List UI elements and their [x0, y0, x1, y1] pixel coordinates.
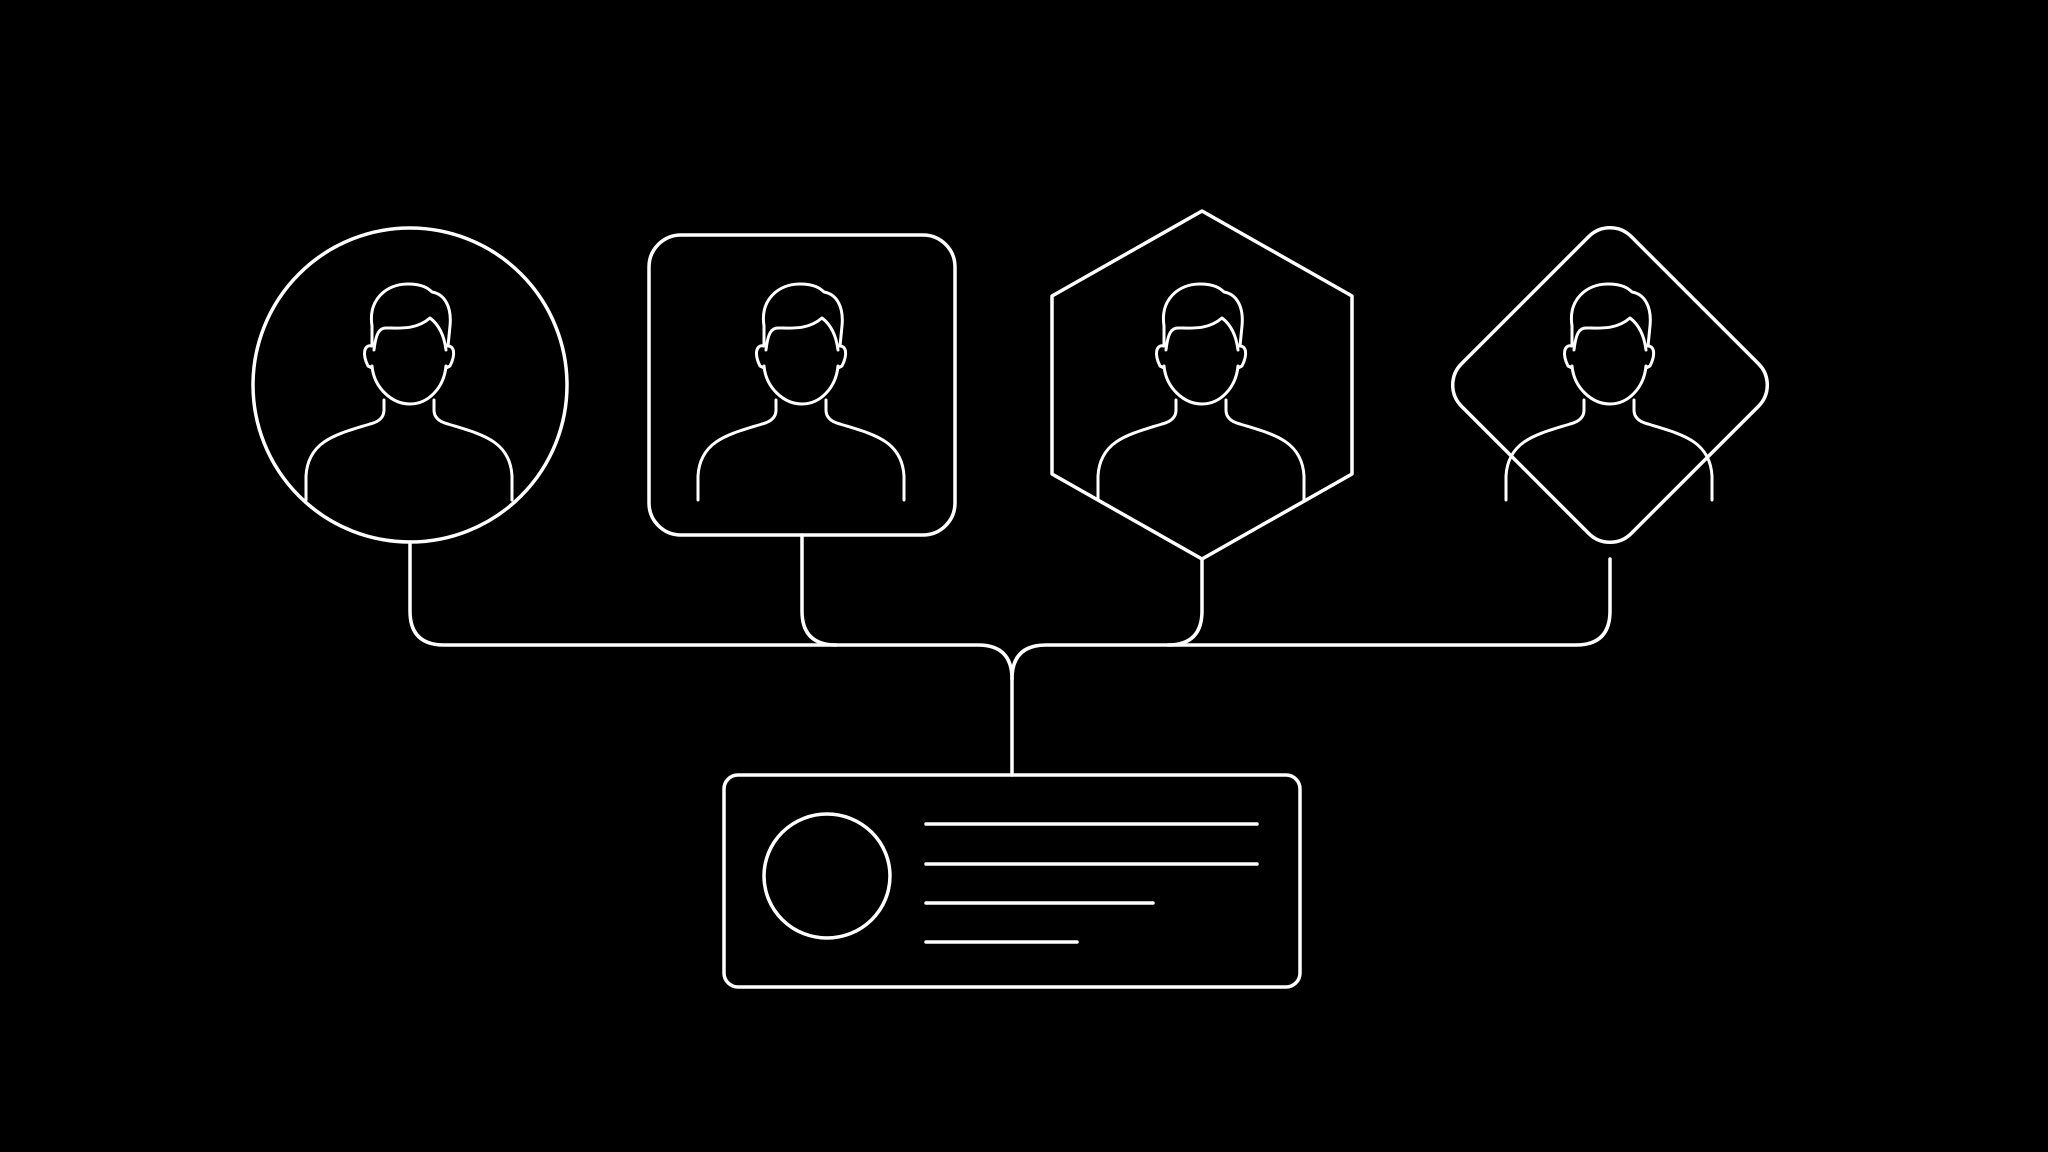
- connector-0: [408, 540, 1014, 681]
- card-frame: [722, 773, 1302, 989]
- person-icon: [1096, 282, 1306, 502]
- avatar-node-rounded-square: [647, 233, 957, 537]
- avatar-node-hexagon: [1050, 209, 1354, 561]
- rounded-square-frame: [647, 233, 957, 537]
- avatar-node-circle: [251, 226, 569, 544]
- avatar-node-rounded-diamond: [1450, 225, 1770, 545]
- rounded-diamond-frame: [1450, 225, 1770, 545]
- card-avatar-circle: [762, 812, 892, 940]
- connector-lines: [408, 533, 1612, 777]
- person-icon: [1504, 282, 1714, 502]
- connector-2: [1166, 557, 1204, 647]
- hexagon-frame: [1050, 209, 1354, 561]
- profile-card: [722, 773, 1302, 989]
- connector-3: [1010, 557, 1612, 681]
- person-icon: [696, 282, 906, 502]
- circle-frame: [251, 226, 569, 544]
- connector-1: [800, 533, 838, 647]
- person-icon: [304, 282, 514, 502]
